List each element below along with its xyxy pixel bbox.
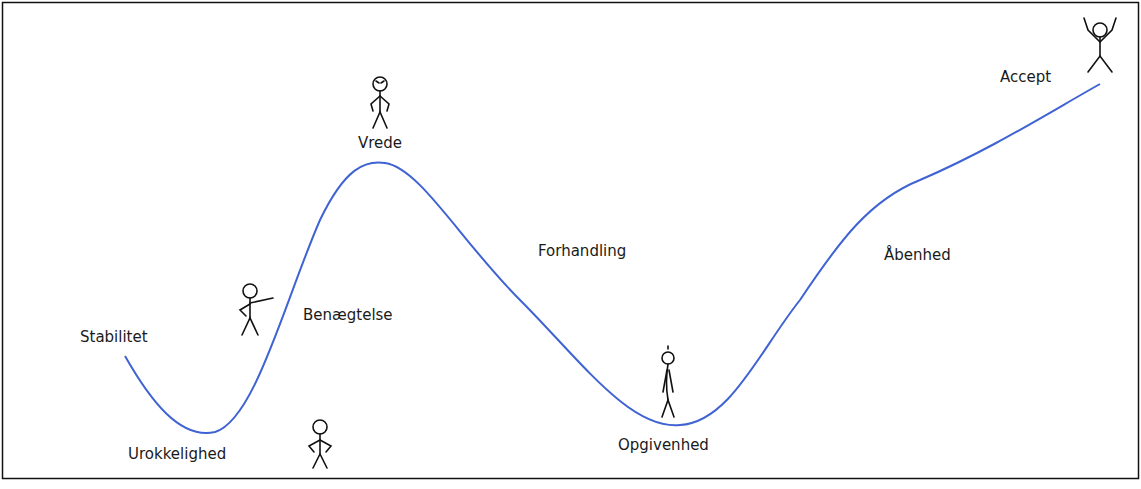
stick-figure xyxy=(1084,18,1116,72)
stick-figure xyxy=(240,284,273,335)
change-curve xyxy=(125,84,1100,433)
stage-label: Stabilitet xyxy=(80,328,148,346)
stick-figure xyxy=(662,346,674,417)
stage-label: Opgivenhed xyxy=(618,436,709,454)
stage-label: Vrede xyxy=(358,134,402,152)
stage-label: Forhandling xyxy=(538,242,626,260)
stage-label: Urokkelighed xyxy=(128,445,226,463)
stage-label: Åbenhed xyxy=(884,246,951,264)
frame xyxy=(3,3,1139,479)
stage-label: Benægtelse xyxy=(303,306,393,324)
stick-figure xyxy=(371,77,389,128)
stick-figure xyxy=(309,420,331,468)
stage-label: Accept xyxy=(1000,68,1051,86)
stick-figures xyxy=(240,18,1116,468)
